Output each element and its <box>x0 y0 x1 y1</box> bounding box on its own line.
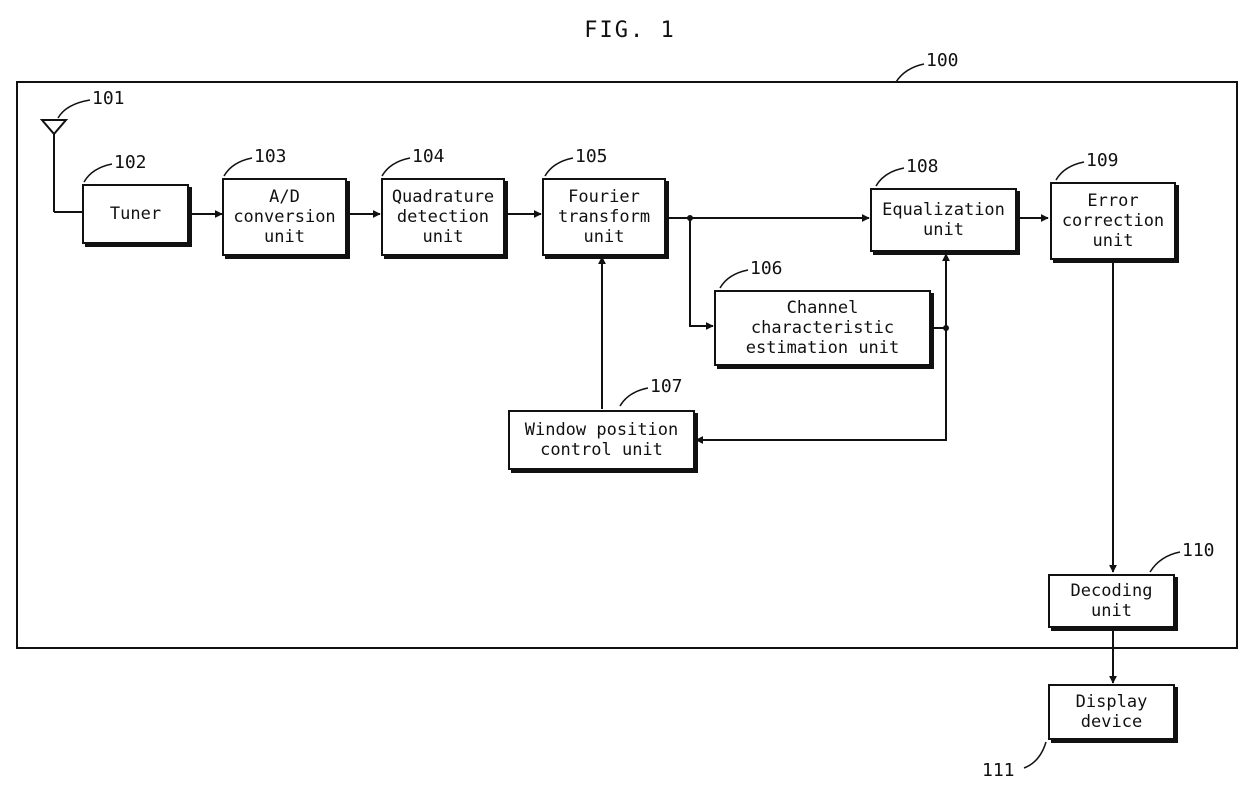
leader-104 <box>381 157 411 177</box>
error-correction-block: Error correction unit <box>1050 182 1176 260</box>
leader-106 <box>719 269 749 289</box>
equalization-block: Equalization unit <box>870 188 1017 252</box>
figure-title: FIG. 1 <box>584 18 676 43</box>
leader-103 <box>223 157 253 177</box>
receiver-frame <box>16 81 1238 649</box>
ref-100: 100 <box>926 50 959 71</box>
ad-conversion-block: A/D conversion unit <box>222 178 347 256</box>
junction-dot <box>687 215 693 221</box>
ref-104: 104 <box>412 146 445 167</box>
arrow-channel-to-window <box>695 328 947 444</box>
ref-107: 107 <box>650 376 683 397</box>
junction-dot <box>943 325 949 331</box>
window-position-control-block: Window position control unit <box>508 410 695 470</box>
tuner-block: Tuner <box>82 184 189 244</box>
leader-102 <box>83 163 113 183</box>
ref-101: 101 <box>92 88 125 109</box>
antenna-icon <box>39 119 82 213</box>
leader-105 <box>544 157 574 177</box>
ref-108: 108 <box>906 156 939 177</box>
display-device-block: Display device <box>1048 684 1175 740</box>
decoding-block: Decoding unit <box>1048 574 1175 628</box>
ref-103: 103 <box>254 146 287 167</box>
ref-102: 102 <box>114 152 147 173</box>
leader-111 <box>1023 741 1047 769</box>
ref-110: 110 <box>1182 540 1215 561</box>
quadrature-detection-block: Quadrature detection unit <box>381 178 505 256</box>
ref-105: 105 <box>575 146 608 167</box>
fourier-transform-block: Fourier transform unit <box>542 178 666 256</box>
arrow-fourier-to-channel <box>689 218 714 330</box>
leader-110 <box>1149 551 1181 573</box>
leader-108 <box>875 167 905 187</box>
ref-111: 111 <box>982 760 1015 781</box>
leader-100 <box>895 63 925 83</box>
ref-106: 106 <box>750 258 783 279</box>
leader-101 <box>57 99 91 119</box>
channel-estimation-block: Channel characteristic estimation unit <box>714 290 931 366</box>
ref-109: 109 <box>1086 150 1119 171</box>
leader-107 <box>619 387 649 407</box>
leader-109 <box>1055 161 1085 181</box>
